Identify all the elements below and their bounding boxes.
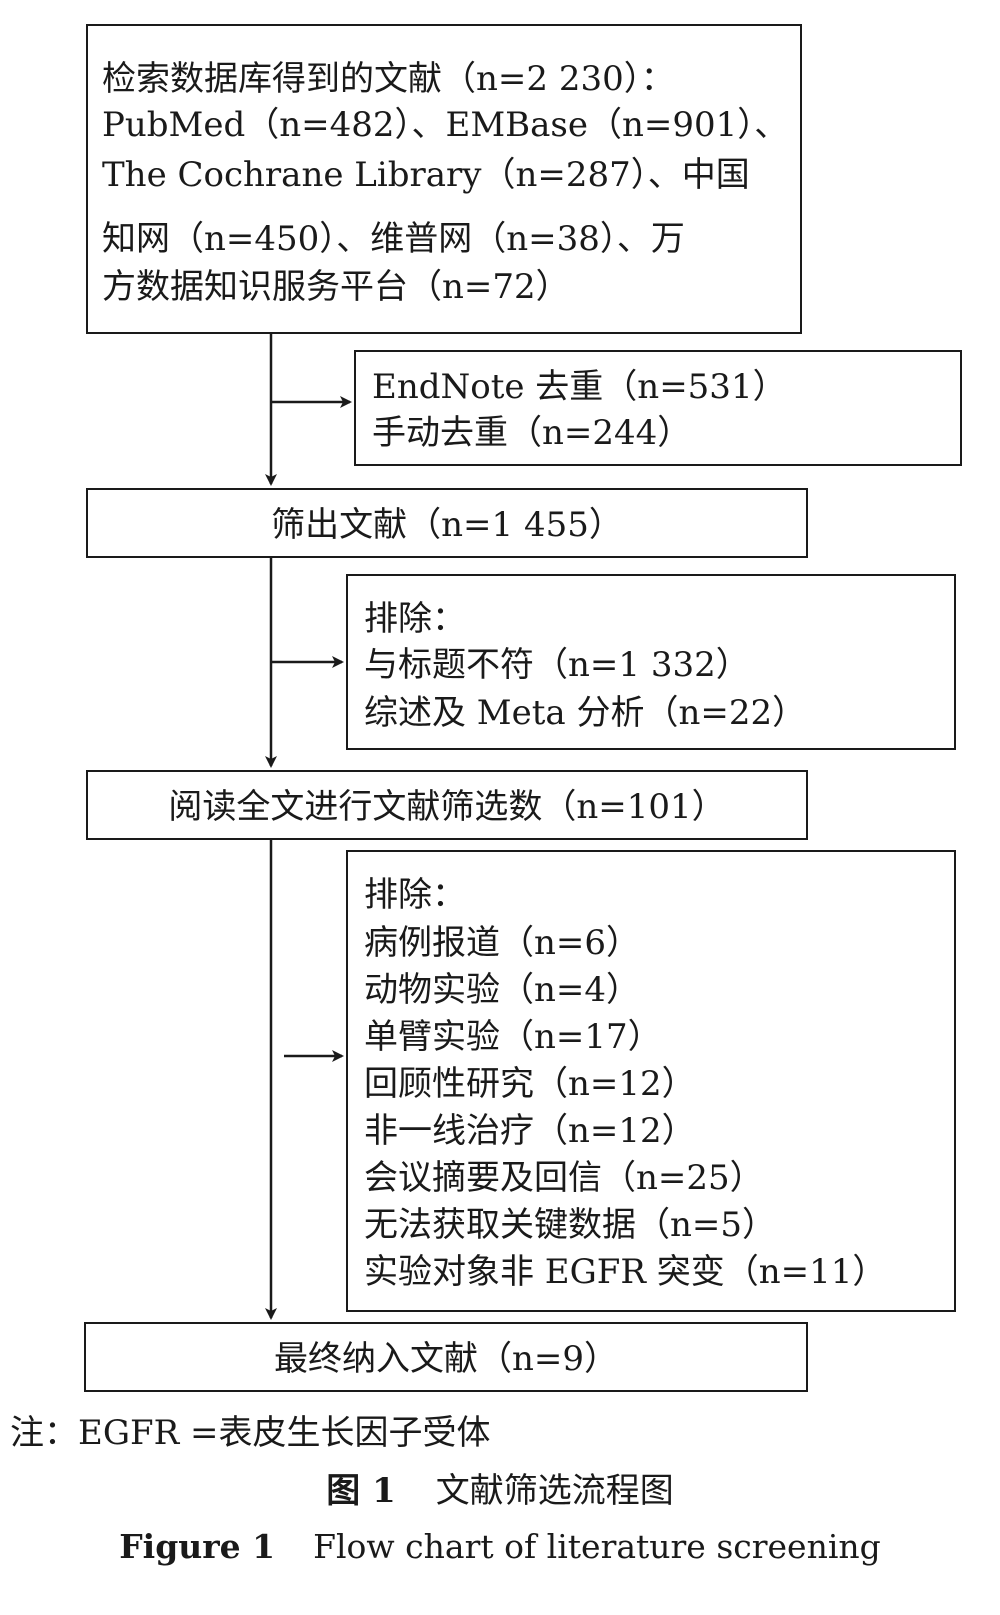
search-line-4: 知网（n=450）、维普网（n=38）、万: [102, 219, 685, 259]
figure-caption-cn: 图 1 文献筛选流程图: [0, 1474, 1000, 1508]
exclude2-line-3: 动物实验（n=4）: [364, 970, 641, 1010]
search-line-3: The Cochrane Library（n=287）、中国: [102, 155, 750, 195]
deduplication-box: EndNote 去重（n=531） 手动去重（n=244）: [354, 350, 962, 466]
exclude2-line-8: 无法获取关键数据（n=5）: [364, 1205, 777, 1245]
exclude1-line-1: 排除：: [364, 599, 466, 639]
exclude2-line-4: 单臂实验（n=17）: [364, 1017, 662, 1057]
abbreviation-note: 注：EGFR =表皮生长因子受体: [10, 1413, 491, 1453]
fulltext-box: 阅读全文进行文献筛选数（n=101）: [86, 770, 808, 840]
exclude2-line-2: 病例报道（n=6）: [364, 923, 641, 963]
search-line-1: 检索数据库得到的文献（n=2 230）：: [102, 59, 675, 99]
dedup-line-2: 手动去重（n=244）: [372, 413, 692, 453]
search-results-box: 检索数据库得到的文献（n=2 230）： PubMed（n=482）、EMBas…: [86, 24, 802, 334]
exclusion-box-2: 排除： 病例报道（n=6） 动物实验（n=4） 单臂实验（n=17） 回顾性研究…: [346, 850, 956, 1312]
fulltext-text: 阅读全文进行文献筛选数（n=101）: [168, 787, 726, 827]
figure-title-en: Flow chart of literature screening: [313, 1527, 881, 1566]
final-included-text: 最终纳入文献（n=9）: [273, 1339, 619, 1379]
figure-label-en: Figure 1: [119, 1527, 276, 1566]
exclude2-line-7: 会议摘要及回信（n=25）: [364, 1158, 764, 1198]
dedup-line-1: EndNote 去重（n=531）: [372, 367, 787, 407]
final-included-box: 最终纳入文献（n=9）: [84, 1322, 808, 1392]
figure-title-cn: 文献筛选流程图: [435, 1471, 674, 1511]
exclude1-line-2: 与标题不符（n=1 332）: [364, 645, 750, 685]
search-line-2: PubMed（n=482）、EMBase（n=901）、: [102, 105, 789, 145]
exclusion-box-1: 排除： 与标题不符（n=1 332） 综述及 Meta 分析（n=22）: [346, 574, 956, 750]
exclude2-line-5: 回顾性研究（n=12）: [364, 1064, 696, 1104]
exclude2-line-9: 实验对象非 EGFR 突变（n=11）: [364, 1252, 887, 1292]
exclude2-line-6: 非一线治疗（n=12）: [364, 1111, 696, 1151]
exclude2-line-1: 排除：: [364, 875, 466, 915]
exclude1-line-3: 综述及 Meta 分析（n=22）: [364, 693, 807, 733]
figure-caption-en: Figure 1 Flow chart of literature screeni…: [0, 1530, 1000, 1563]
screened-text: 筛出文献（n=1 455）: [271, 505, 623, 545]
screened-box: 筛出文献（n=1 455）: [86, 488, 808, 558]
figure-label-cn: 图 1: [326, 1471, 396, 1511]
search-line-5: 方数据知识服务平台（n=72）: [102, 267, 570, 307]
